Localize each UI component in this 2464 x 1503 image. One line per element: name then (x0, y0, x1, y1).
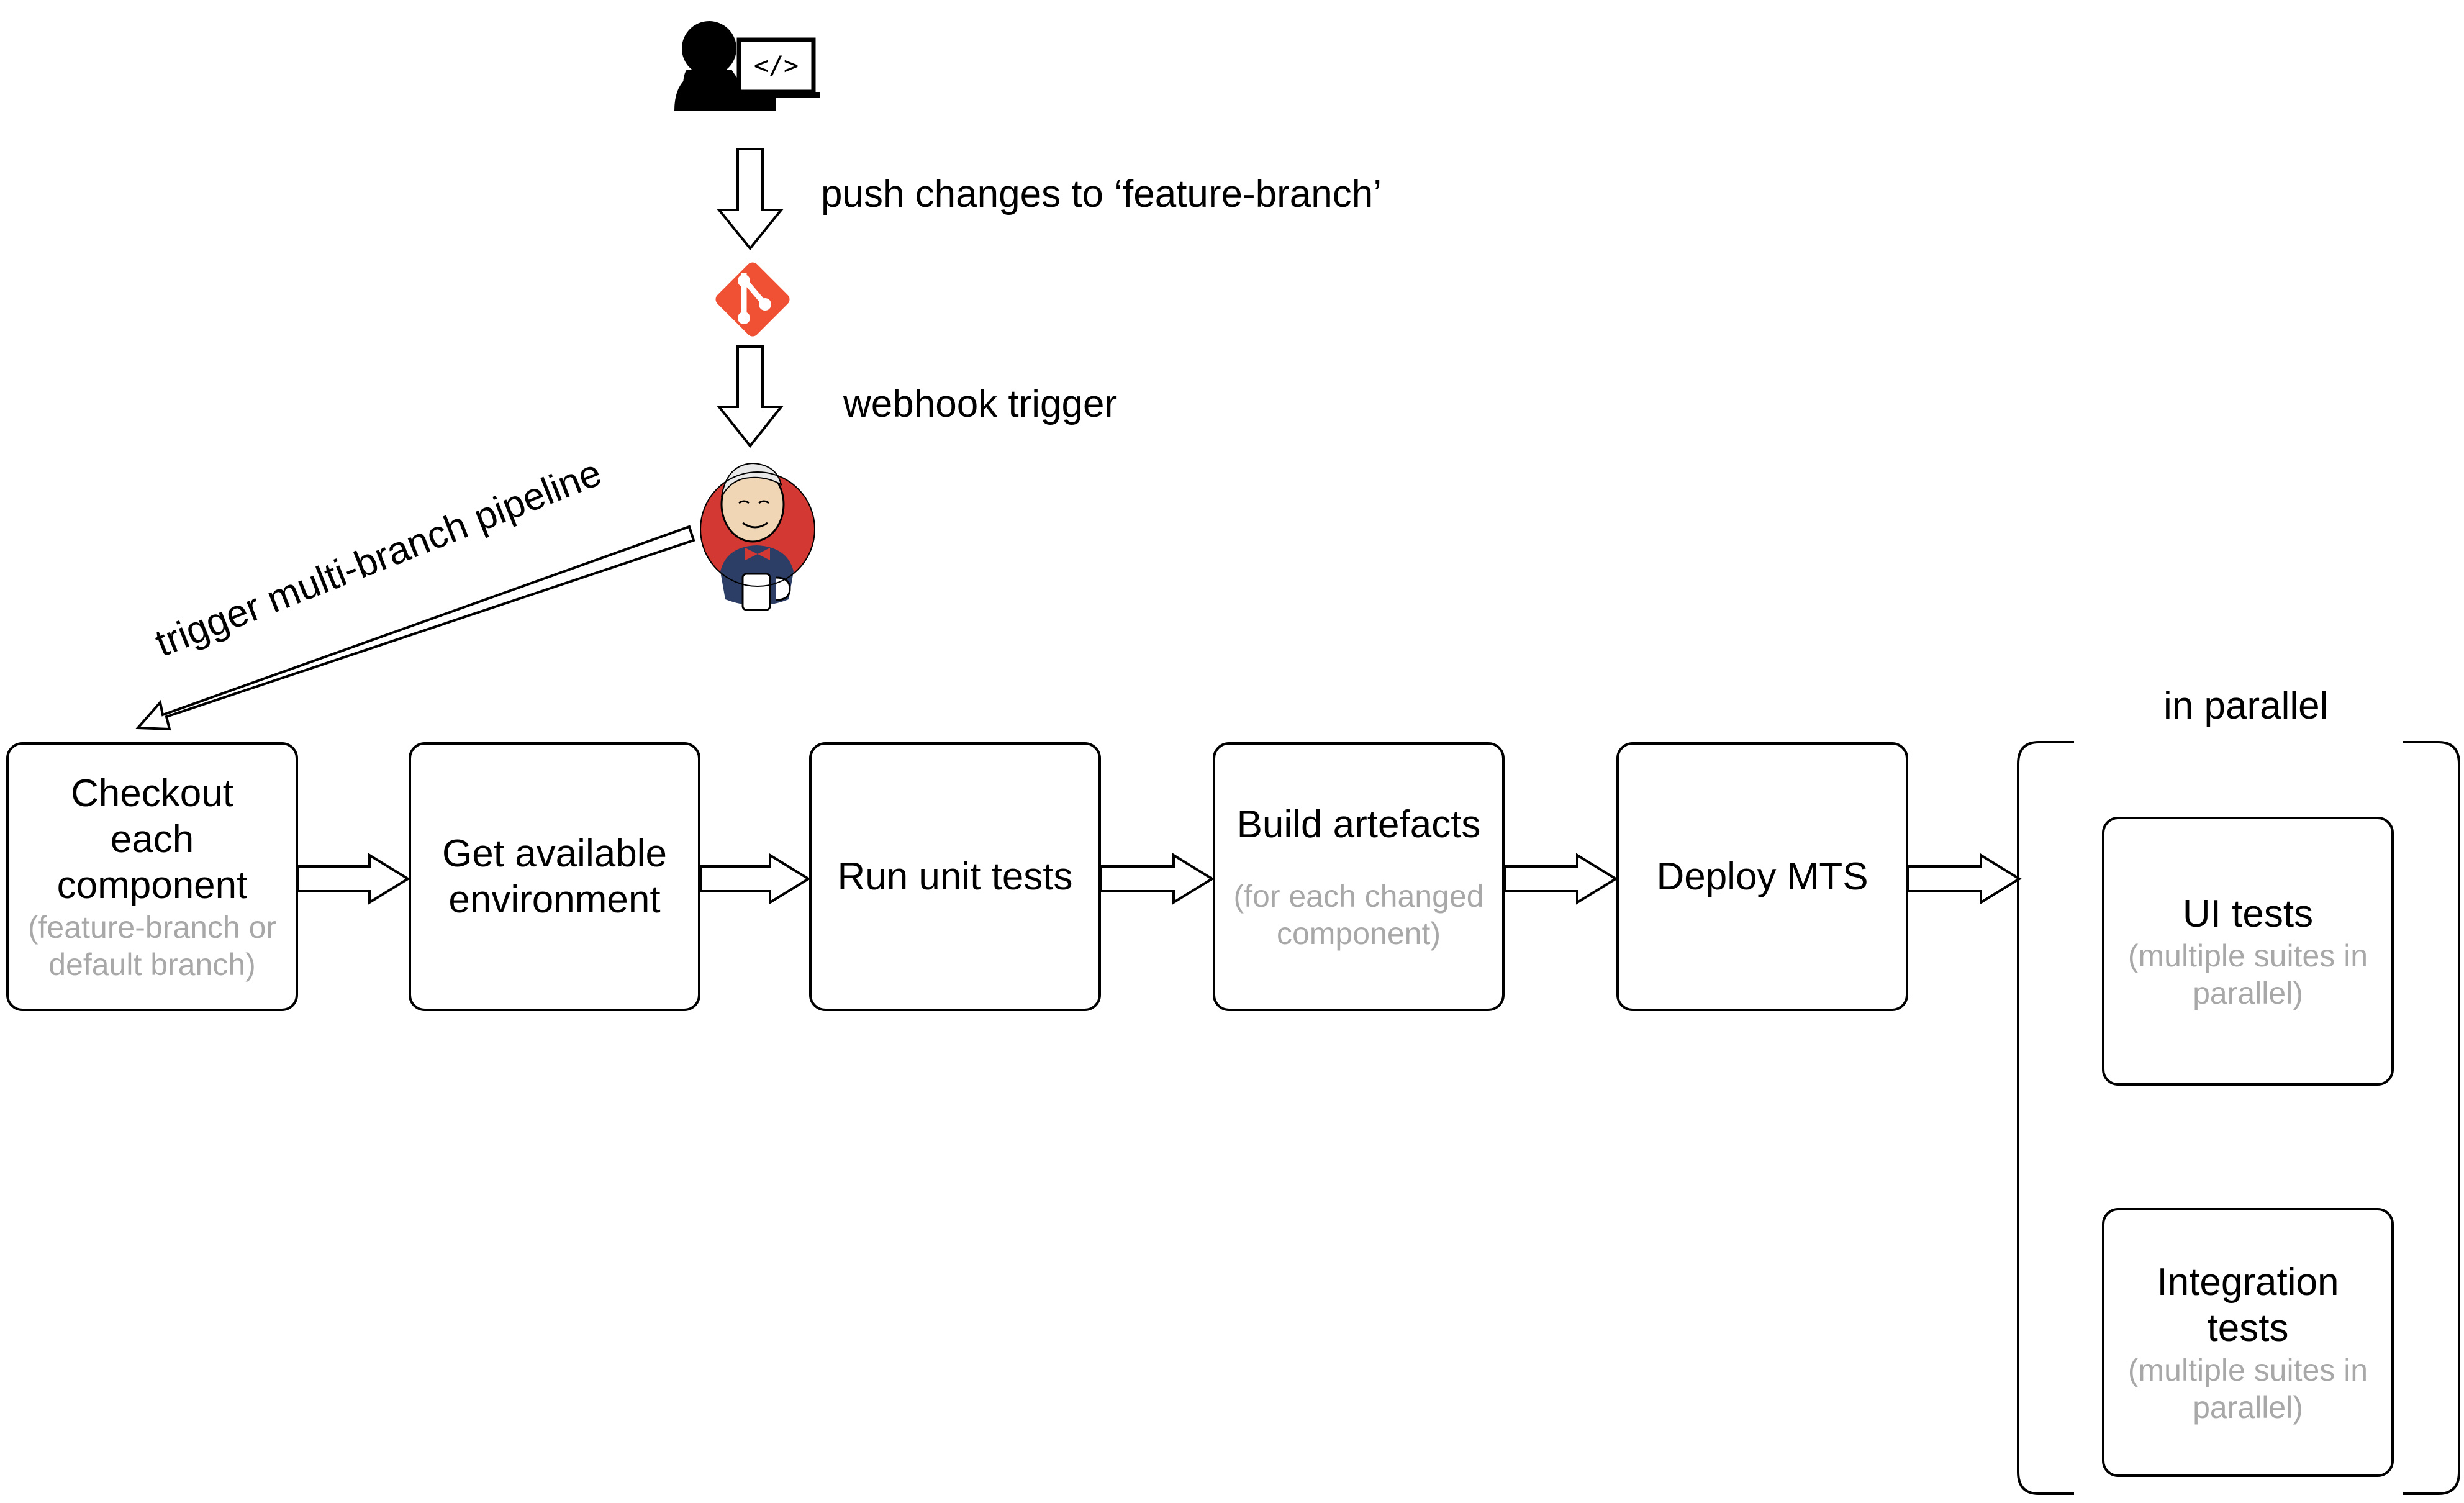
arrow-push (716, 148, 784, 251)
arrow-step-3 (1100, 853, 1215, 905)
step-integration-tests-title: Integration tests (2157, 1260, 2339, 1350)
step-get-environment: Get available environment (409, 742, 700, 1011)
step-deploy-mts-title: Deploy MTS (1656, 855, 1868, 898)
arrow-step-5 (1907, 853, 2022, 905)
arrow-webhook (716, 345, 784, 448)
jenkins-icon (700, 462, 815, 611)
parallel-bracket (2017, 741, 2460, 1495)
label-push-changes: push changes to ‘feature-branch’ (821, 173, 1382, 216)
step-deploy-mts: Deploy MTS (1616, 742, 1908, 1011)
arrow-step-1 (297, 853, 410, 905)
arrow-step-2 (699, 853, 811, 905)
developer-icon: </> (674, 21, 820, 111)
step-checkout-title: Checkout each component (57, 771, 248, 907)
step-checkout: Checkout each component (feature-branch … (6, 742, 298, 1011)
step-unit-tests-title: Run unit tests (837, 855, 1073, 898)
step-build-artefacts-title: Build artefacts (1236, 802, 1481, 846)
step-integration-tests: Integration tests (multiple suites in pa… (2102, 1208, 2394, 1477)
step-ui-tests-title: UI tests (2182, 892, 2314, 935)
step-integration-tests-note: (multiple suites in parallel) (2127, 1352, 2368, 1425)
step-build-artefacts: Build artefacts (for each changed compon… (1213, 742, 1505, 1011)
step-unit-tests: Run unit tests (809, 742, 1101, 1011)
git-icon (715, 262, 790, 337)
step-ui-tests-note: (multiple suites in parallel) (2127, 938, 2368, 1010)
label-webhook-trigger: webhook trigger (843, 383, 1118, 425)
step-ui-tests: UI tests (multiple suites in parallel) (2102, 817, 2394, 1086)
step-checkout-note: (feature-branch or default branch) (27, 909, 277, 982)
step-build-artefacts-note: (for each changed component) (1233, 878, 1484, 951)
arrow-step-4 (1503, 853, 1618, 905)
label-in-parallel: in parallel (2163, 684, 2329, 727)
arrow-trigger-pipeline (135, 525, 695, 731)
code-glyph: </> (754, 52, 799, 80)
step-get-environment-title: Get available environment (442, 832, 667, 921)
